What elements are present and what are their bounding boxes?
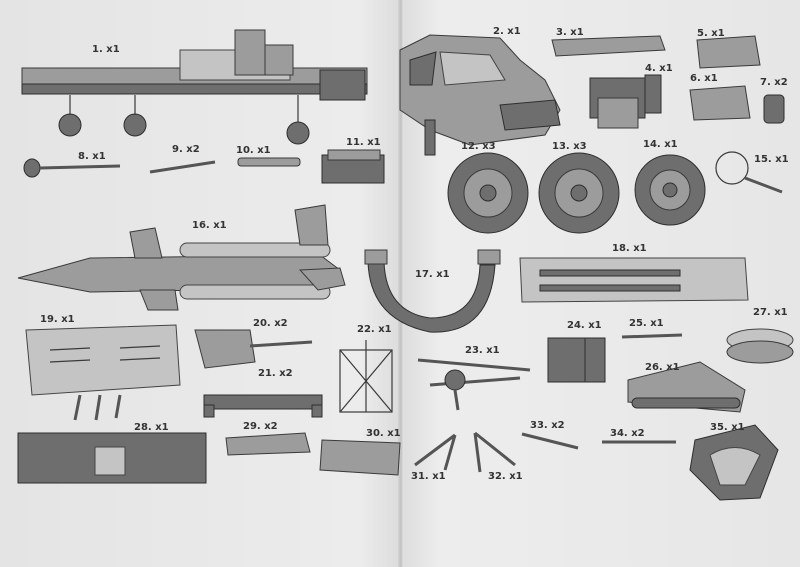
part-2-cab-drawing [399,34,561,156]
part-17-label: 17. x1 [415,269,450,280]
part-21-label: 21. x2 [258,368,293,379]
part-29-label: 29. x2 [243,421,278,432]
part-33-long-rod-drawing [521,432,579,450]
part-20-label: 20. x2 [253,318,288,329]
part-13-wheel-drawing [538,152,620,234]
part-24-box-drawing [547,337,606,383]
part-30-label: 30. x1 [366,428,401,439]
part-5-fender-drawing [696,35,761,69]
part-28-container-drawing [17,432,207,484]
part-7-mudflap-drawing [763,94,785,124]
part-31-label: 31. x1 [411,471,446,482]
part-32-strut-drawing [473,431,516,473]
part-27-ring-drawing [726,328,794,364]
part-3-label: 3. x1 [556,27,584,38]
part-25-label: 25. x1 [629,318,664,329]
part-9-wiper-drawing [149,160,216,174]
part-11-label: 11. x1 [346,137,381,148]
part-30-tail-plate-drawing [319,439,401,476]
part-24-label: 24. x1 [567,320,602,331]
part-12-wheel-drawing [447,152,529,234]
part-4-label: 4. x1 [645,63,673,74]
part-1-label: 1. x1 [92,44,120,55]
part-9-label: 9. x2 [172,144,200,155]
part-10-label: 10. x1 [236,145,271,156]
part-26-track-drawing [627,361,746,413]
part-8-label: 8. x1 [78,151,106,162]
part-3-dashboard-drawing [551,35,666,57]
part-18-label: 18. x1 [612,243,647,254]
part-33-label: 33. x2 [530,420,565,431]
part-5-label: 5. x1 [697,28,725,39]
part-25-rod-drawing [621,333,683,339]
part-6-label: 6. x1 [690,73,718,84]
part-18-platform-drawing [519,257,749,303]
part-28-label: 28. x1 [134,422,169,433]
part-7-label: 7. x2 [760,77,788,88]
part-31-strut-drawing [414,433,457,471]
part-13-label: 13. x3 [552,141,587,152]
part-20-drawbar-drawing [194,329,313,369]
part-29-plate-drawing [225,432,311,456]
part-1-chassis-drawing [21,29,368,145]
part-15-steering-wheel-drawing [715,151,783,194]
part-19-launcher-plate-drawing [25,324,181,421]
part-15-label: 15. x1 [754,154,789,165]
part-8-mirror-drawing [23,158,121,178]
part-21-support-beam-drawing [203,394,323,418]
part-23-label: 23. x1 [465,345,500,356]
part-34-label: 34. x2 [610,428,645,439]
part-23-lift-mechanism-drawing [417,358,531,411]
part-14-label: 14. x1 [643,139,678,150]
part-22-label: 22. x1 [357,324,392,335]
part-4-engine-drawing [589,74,662,129]
part-12-label: 12. x3 [461,141,496,152]
page-fold [398,0,404,567]
part-14-wheel-drawing [634,154,706,226]
part-17-ring-cradle-drawing [364,249,501,333]
part-6-fender-drawing [689,85,751,121]
part-16-label: 16. x1 [192,220,227,231]
part-35-label: 35. x1 [710,422,745,433]
part-26-label: 26. x1 [645,362,680,373]
part-10-exhaust-drawing [237,157,301,167]
part-11-battery-drawing [321,149,385,184]
part-32-label: 32. x1 [488,471,523,482]
part-35-cage-drawing [689,424,779,501]
part-22-lattice-stand-drawing [339,340,393,413]
part-27-label: 27. x1 [753,307,788,318]
part-16-missile-drawing [17,204,346,311]
part-2-label: 2. x1 [493,26,521,37]
part-19-label: 19. x1 [40,314,75,325]
